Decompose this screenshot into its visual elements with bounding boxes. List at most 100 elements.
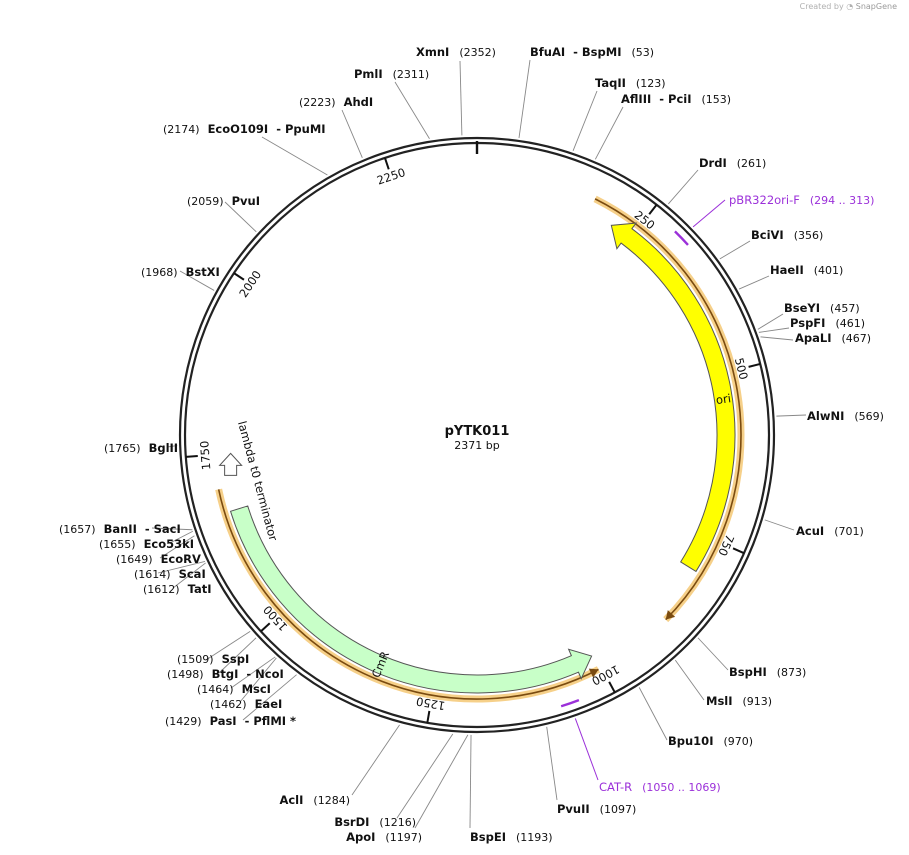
site-leader-line (230, 656, 276, 689)
enzyme-name: TatI (188, 582, 212, 596)
enzyme-name: PvuI (232, 194, 260, 208)
enzyme-name: BanII (104, 522, 137, 536)
enzyme-label: BciVI (356) (751, 228, 823, 242)
enzyme-position: (53) (631, 46, 654, 59)
enzyme-name: BspEI (470, 830, 506, 844)
enzyme-position: (356) (794, 229, 824, 242)
primer-name: CAT-R (599, 780, 632, 794)
enzyme-position: (1462) (210, 698, 247, 711)
site-leader-line (157, 561, 206, 574)
enzyme-label: (1765)BglII (104, 441, 178, 455)
site-leader-line (414, 734, 469, 829)
enzyme-position: (123) (636, 77, 666, 90)
enzyme-label: (1655)Eco53kI (99, 537, 194, 551)
site-leader-line (218, 637, 257, 674)
snapgene-credit: Created by ◔ SnapGene (800, 2, 897, 11)
enzyme-label: AlwNI(569) (807, 409, 884, 423)
primer-name: pBR322ori-F (729, 193, 800, 207)
enzyme-label: (1649)EcoRV (116, 552, 201, 566)
site-leader-line (242, 674, 297, 721)
site-leader-line (151, 527, 193, 531)
site-leader-line (760, 336, 794, 341)
enzyme-label: (1509)SspI (177, 652, 249, 666)
enzyme-label: TaqII(123) (595, 76, 666, 90)
enzyme-label: (1464)MscI (197, 682, 271, 696)
site-leader-line (459, 60, 463, 136)
site-leader-line (674, 659, 705, 701)
plasmid-backbone (178, 136, 776, 734)
enzyme-label: AflIII- PciI(153) (621, 92, 731, 106)
enzyme-position: (913) (743, 695, 773, 708)
enzyme-position: (1498) (167, 668, 204, 681)
primer-binding-mark (674, 230, 689, 246)
enzyme-label: PvuII(1097) (557, 802, 636, 816)
enzyme-name-secondary: - PpuMI (276, 122, 325, 136)
enzyme-name: PspFI (790, 316, 825, 330)
enzyme-position: (1509) (177, 653, 214, 666)
enzyme-label: (1657)BanII- SacI (59, 522, 181, 536)
enzyme-label: (1968)BstXI (141, 265, 220, 279)
enzyme-label: PmlI(2311) (354, 67, 429, 81)
enzyme-label: BsrDI(1216) (334, 815, 416, 829)
orf-arcs (215, 195, 745, 703)
enzyme-label: ApoI(1197) (346, 830, 422, 844)
enzyme-position: (569) (854, 410, 884, 423)
site-leader-line (738, 275, 770, 290)
enzyme-name: AhdI (344, 95, 374, 109)
enzyme-label: (1614)ScaI (134, 567, 206, 581)
site-leader-line (159, 535, 195, 559)
enzyme-name: HaeII (770, 263, 804, 277)
enzyme-label: (2059)PvuI (187, 194, 260, 208)
enzyme-label: MslI(913) (706, 694, 772, 708)
enzyme-label: BseYI(457) (784, 301, 860, 315)
site-leader-line (594, 106, 624, 160)
enzyme-position: (461) (835, 317, 865, 330)
enzyme-label: (1462) EaeI (210, 697, 282, 711)
enzyme-name: EaeI (255, 697, 283, 711)
enzyme-label: (1498)BtgI- NcoI (167, 667, 284, 681)
enzyme-label: (2223)AhdI (299, 95, 373, 109)
enzyme-label: (1612)TatI (143, 582, 211, 596)
ori-feature-arrow (610, 222, 736, 573)
primer-range: (1050 .. 1069) (642, 781, 721, 794)
enzyme-name: AflIII (621, 92, 651, 106)
enzyme-name-secondary: - SacI (145, 522, 181, 536)
enzyme-position: (1614) (134, 568, 171, 581)
orf-arc-line (594, 198, 742, 621)
orf-arc-line (217, 489, 599, 700)
enzyme-name-secondary: - PciI (659, 92, 691, 106)
site-leader-line (351, 724, 400, 796)
enzyme-name: EcoRV (161, 552, 201, 566)
enzyme-name: BspHI (729, 665, 767, 679)
enzyme-name: ApoI (346, 830, 375, 844)
enzyme-name: BciVI (751, 228, 784, 242)
tick-mark (185, 454, 198, 458)
enzyme-position: (2352) (459, 46, 496, 59)
enzyme-name: BtgI (212, 667, 239, 681)
orf-arrowhead (588, 668, 599, 678)
enzyme-label: BspHI(873) (729, 665, 806, 679)
enzyme-label: (1429)PasI- PflMI * (165, 714, 296, 728)
enzyme-position: (1464) (197, 683, 234, 696)
site-leader-line (261, 136, 328, 176)
enzyme-name: Bpu10I (668, 734, 713, 748)
site-leader-line (469, 734, 472, 829)
enzyme-position: (401) (814, 264, 844, 277)
site-leader-line (764, 519, 795, 531)
credit-prefix: Created by (799, 2, 844, 11)
snapgene-logo-icon: ◔ (846, 2, 854, 11)
site-leader-line (518, 59, 531, 139)
site-leader-line (758, 327, 790, 333)
enzyme-position: (701) (834, 525, 864, 538)
enzyme-position: (1429) (165, 715, 202, 728)
orf-arrowhead (665, 610, 676, 620)
site-leader-line (169, 530, 194, 544)
enzyme-name: PasI (210, 714, 237, 728)
enzyme-name: Eco53kI (144, 537, 195, 551)
tick-mark (233, 272, 245, 281)
enzyme-name: EcoO109I (208, 122, 269, 136)
site-leader-line (394, 81, 430, 140)
backbone-outer-strand (178, 136, 776, 734)
tick-label: 2250 (375, 165, 407, 188)
